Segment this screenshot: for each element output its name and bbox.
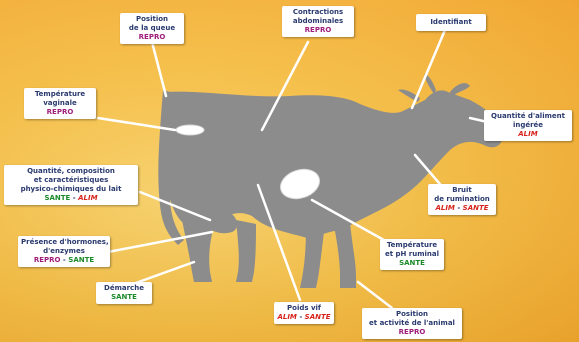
label-line: abdominales (292, 17, 344, 25)
label-line: Température (34, 90, 86, 98)
label-line: Démarche (104, 284, 144, 292)
label-hormones-enzymes: Présence d'hormones, d'enzymes REPRO - S… (18, 236, 110, 267)
label-gait: Démarche SANTE (96, 282, 152, 304)
tag-repro: REPRO (33, 256, 61, 264)
label-rumen-temperature-ph: Température et pH ruminal SANTE (380, 239, 444, 270)
label-line: vaginale (43, 99, 77, 107)
label-line: ingérée (512, 121, 544, 129)
tag-sante: SANTE (68, 256, 95, 264)
label-live-weight: Poids vif ALIM - SANTE (274, 302, 334, 324)
label-feed-intake: Quantité d'aliment ingérée ALIM (484, 110, 572, 141)
tag-sante: SANTE (399, 259, 425, 267)
tag-alim: ALIM (78, 194, 98, 202)
label-line: Poids vif (287, 304, 321, 312)
tag-alim: ALIM (518, 130, 538, 138)
label-line: Position (135, 15, 169, 23)
label-line: d'enzymes (43, 247, 85, 255)
label-identifier: Identifiant (416, 14, 486, 31)
label-vaginal-temperature: Température vaginale REPRO (24, 88, 96, 119)
label-line: Quantité, composition (27, 167, 115, 175)
label-line: Contractions (292, 8, 344, 16)
label-animal-position-activity: Position et activité de l'animal REPRO (362, 308, 462, 339)
label-line: Position (395, 310, 429, 318)
vaginal-sensor (175, 124, 205, 136)
label-line: et caractéristiques (33, 176, 109, 184)
tag-repro: REPRO (46, 108, 74, 116)
label-tail-position: Position de la queue REPRO (120, 13, 184, 44)
tag-sante: SANTE (462, 204, 489, 212)
label-line: de rumination (434, 195, 490, 203)
label-line: Identifiant (430, 18, 472, 26)
tag-repro: REPRO (138, 33, 166, 41)
tag-sante: SANTE (304, 313, 331, 321)
label-line: Température (386, 241, 438, 249)
label-line: de la queue (128, 24, 176, 32)
label-milk-composition: Quantité, composition et caractéristique… (4, 165, 138, 205)
tag-alim: ALIM (435, 204, 455, 212)
label-line: et pH ruminal (384, 250, 440, 258)
label-line: Bruit (452, 186, 472, 194)
label-line: Quantité d'aliment (491, 112, 565, 120)
cow-silhouette (158, 74, 503, 288)
tag-sante: SANTE (111, 293, 137, 301)
label-rumination-sound: Bruit de rumination ALIM - SANTE (428, 184, 496, 215)
tag-repro: REPRO (398, 328, 426, 336)
label-line: Présence d'hormones, (21, 238, 109, 246)
tag-sante: SANTE (44, 194, 71, 202)
label-line: et activité de l'animal (369, 319, 455, 327)
rumen-bolus (279, 168, 321, 200)
label-abdominal-contractions: Contractions abdominales REPRO (282, 6, 354, 37)
label-line: physico-chimiques du lait (20, 185, 122, 193)
tag-alim: ALIM (277, 313, 297, 321)
tag-repro: REPRO (304, 26, 332, 34)
